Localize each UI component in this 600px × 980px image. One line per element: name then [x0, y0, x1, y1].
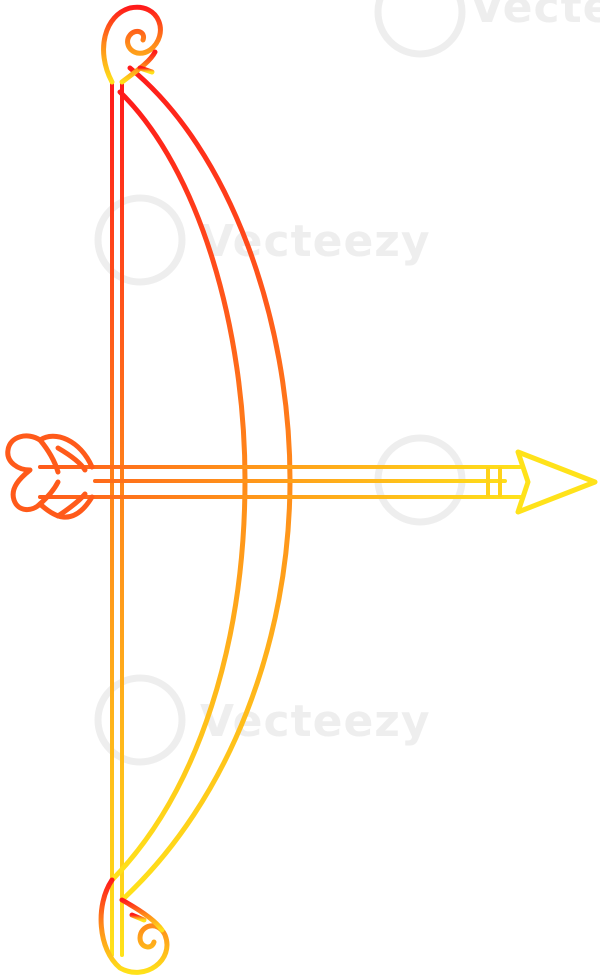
bow-limb	[109, 65, 293, 903]
arrow-shaft	[38, 465, 522, 499]
arrowhead	[515, 449, 598, 515]
watermark-text: Vecteezy	[470, 0, 600, 33]
watermark-text: Vecteezy	[200, 216, 431, 267]
arrow-fletching	[5, 433, 95, 520]
watermark-logo-icon	[94, 0, 466, 766]
bow-string	[110, 80, 124, 957]
arrow	[5, 433, 598, 520]
bow-bottom-curl	[98, 877, 170, 975]
bow-top-curl	[101, 4, 163, 85]
